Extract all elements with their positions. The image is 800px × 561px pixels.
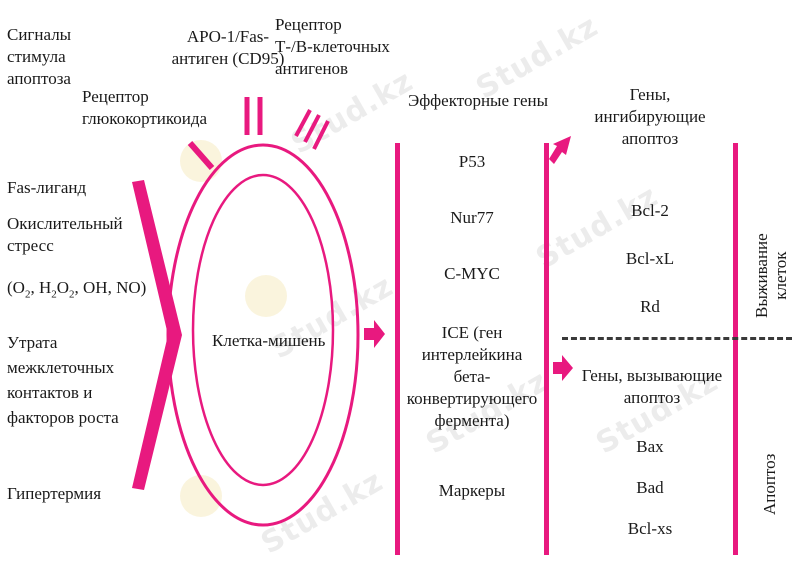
tb-receptor-bar xyxy=(294,109,312,137)
effector-bar-right xyxy=(544,143,549,555)
oxidants-formula: (O2, H2O2, OH, NO) xyxy=(7,278,147,301)
cause-gene: Bcl-xs xyxy=(627,519,673,538)
outcome-separator xyxy=(562,337,792,340)
cause-gene: Bax xyxy=(636,437,664,456)
inhibit-gene: Rd xyxy=(640,297,660,316)
cell-label: Клетка-мишень xyxy=(212,331,326,350)
effector-title: Эффекторные гены xyxy=(408,91,549,110)
receptor-tb-label: Рецептор Т-/В-клеточных антигенов xyxy=(275,15,390,78)
cause-title: Гены, вызывающие апоптоз xyxy=(581,366,723,407)
inhibit-gene: Bcl-2 xyxy=(631,201,669,220)
effector-gene: Маркеры xyxy=(438,481,506,500)
survival-label: Выживание клеток xyxy=(752,233,790,318)
cause-gene: Bad xyxy=(636,478,664,497)
tb-receptor-bar xyxy=(303,114,321,143)
effector-gene: P53 xyxy=(458,152,486,171)
receptor-apo1-label: APO-1/Fas- антиген (CD95) xyxy=(171,27,285,68)
inhibit-gene: Bcl-xL xyxy=(625,249,675,268)
signal-oxidative-stress: Окислительный стресс xyxy=(7,214,123,255)
effector-gene: C-MYC xyxy=(444,264,500,283)
inhibit-title: Гены, ингибирующие апоптоз xyxy=(594,85,706,148)
signals-title: Сигналы стимула апоптоза xyxy=(7,25,72,88)
cell-inner-membrane xyxy=(191,173,335,487)
arrow-to-effector-genes xyxy=(364,320,385,348)
tb-receptor-bar xyxy=(312,120,330,150)
signal-contact-loss: Утрата межклеточных контактов и факторов… xyxy=(7,333,119,427)
effector-gene: Nur77 xyxy=(450,208,494,227)
arrow-to-apoptosis-genes xyxy=(553,355,573,381)
apoptosis-label: Апоптоз xyxy=(760,453,779,515)
signal-hyperthermia: Гипертермия xyxy=(7,484,102,503)
outcome-bar xyxy=(733,143,738,555)
effector-bar-left xyxy=(395,143,400,555)
glucocorticoid-receptor xyxy=(187,141,215,170)
arrow-to-inhibitor-genes xyxy=(549,136,571,164)
receptor-glucocorticoid-label: Рецептор глюкокортикоида xyxy=(82,87,208,128)
signal-chevron xyxy=(132,180,182,490)
signal-fas-ligand: Fas-лиганд xyxy=(7,178,87,197)
effector-gene: ICE (ген интерлейкина бета- конвертирующ… xyxy=(406,323,538,430)
